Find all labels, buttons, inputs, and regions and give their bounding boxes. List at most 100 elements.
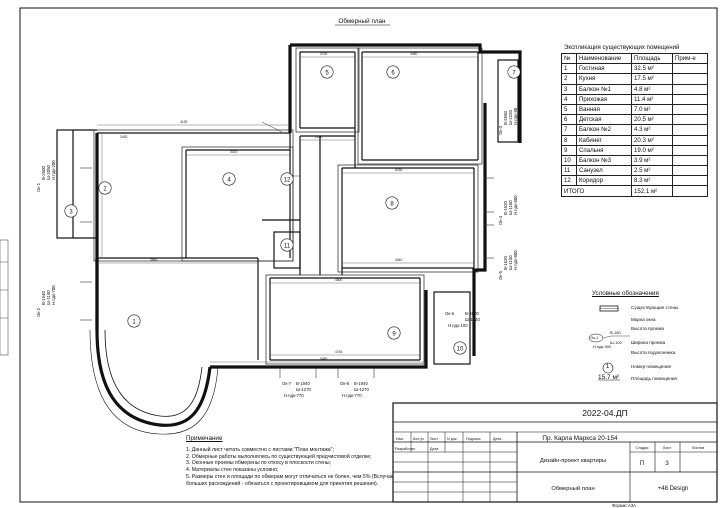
- cell: 2: [561, 73, 577, 85]
- svg-text:Ок-3: Ок-3: [498, 125, 503, 135]
- svg-text:3430: 3430: [120, 135, 128, 139]
- legend-room-number: Номер помещения: [631, 364, 672, 369]
- total-value: 152.1 м²: [631, 185, 673, 197]
- svg-text:Н.пдк-100: Н.пдк-100: [448, 323, 468, 328]
- svg-text:Ок-8: Ок-8: [340, 381, 350, 386]
- cell: [672, 103, 708, 116]
- inner-outline: [56, 51, 519, 365]
- svg-text:Ш-1270: Ш-1270: [296, 387, 312, 392]
- cell: 3: [561, 83, 577, 95]
- legend-title: Условные обозначения: [592, 290, 659, 297]
- cell: 1: [561, 63, 577, 75]
- cell: [672, 175, 708, 187]
- note-line: больших расхождений - обязаться с проект…: [186, 480, 379, 487]
- cell: 20.5 м²: [631, 114, 673, 126]
- sheet-label: Лист: [663, 446, 672, 450]
- svg-text:В-1940: В-1940: [354, 381, 368, 386]
- note-line: 2. Обмерные работы выполнялись по сущест…: [186, 453, 372, 460]
- cell: 11.4 м²: [631, 93, 673, 105]
- cell: [672, 124, 708, 136]
- svg-text:Ок-4: Ок-4: [498, 215, 503, 225]
- cell: 11: [561, 165, 577, 177]
- svg-text:5230: 5230: [395, 168, 403, 172]
- legend-height: Высота проема: [631, 326, 664, 331]
- cell: [672, 73, 708, 85]
- svg-text:4125: 4125: [180, 120, 188, 124]
- room-number-3: 3: [69, 210, 73, 216]
- legend-sample-area: 15.7 м²: [598, 374, 620, 381]
- outer-walls: [95, 43, 522, 369]
- legend-room-area: Площадь помещения: [631, 376, 677, 381]
- svg-text:1470: 1470: [315, 135, 323, 139]
- svg-text:Ок-2: Ок-2: [36, 307, 41, 317]
- room-number-11: 11: [284, 244, 291, 250]
- cell: 17.5 м²: [631, 73, 673, 85]
- legend-sample-height: В-180: [610, 330, 621, 335]
- window-callout-ok3: Ок-3 В-2560 Ш-2220 Н.пдк-80: [498, 107, 518, 135]
- note-line: 3. Оконные проемы обмерены по откосу в п…: [186, 460, 332, 467]
- cell: Кабинет: [576, 134, 632, 146]
- explication-title: Экспликация существующих помещений: [564, 44, 680, 51]
- sheets-label: Листов: [692, 446, 704, 450]
- cell: Гостиная: [576, 63, 632, 75]
- cell: Балкон №2: [576, 124, 632, 136]
- col-list: Лист: [430, 437, 438, 441]
- col-kol: Кол.уч: [413, 437, 424, 441]
- header-note: Прим-е: [672, 52, 708, 65]
- window-callout-ok8: Ок-8 В-1940 Ш-1270 Н.пдк-770: [340, 381, 370, 398]
- svg-text:Н.пдк-770: Н.пдк-770: [284, 393, 304, 398]
- window-openings: [80, 167, 494, 378]
- window-callout-ok4: Ок-4 В-1620 Ш-1150 Н.пдк-800: [498, 195, 518, 225]
- svg-text:В-2560: В-2560: [503, 111, 508, 125]
- binding-strip: [0, 239, 9, 356]
- room-number-1: 1: [132, 320, 136, 326]
- room-number-5: 5: [325, 71, 329, 77]
- col-podpis: Подпись: [466, 437, 481, 441]
- window-callout-ok6: Ок-6 В-2600 Ш-1820 Н.пдк-100: [445, 311, 481, 328]
- developer-label: Разработал: [395, 447, 415, 451]
- room-number-8: 8: [390, 202, 394, 208]
- col-izm: Изм.: [396, 437, 404, 441]
- room-markers: [64, 65, 521, 355]
- svg-text:4800: 4800: [335, 278, 343, 282]
- stage-label: Стадия: [636, 446, 649, 450]
- cell: Санузел: [576, 165, 632, 177]
- legend-sample-width: Ш-100: [610, 340, 622, 345]
- cell: Кухня: [576, 73, 632, 85]
- legend-walls: Существующие стены: [631, 305, 679, 310]
- cell: [672, 165, 708, 177]
- total-label: ИТОГО: [561, 185, 632, 197]
- cell: 32.5 м²: [631, 63, 673, 75]
- stage-value: П: [640, 461, 644, 467]
- cell: [672, 134, 708, 146]
- cell: 3.9 м²: [631, 154, 673, 167]
- sheet-name: Обмерный план: [551, 485, 594, 492]
- room-number-12: 12: [284, 178, 291, 184]
- svg-text:В-2600: В-2600: [41, 166, 46, 180]
- svg-text:4450: 4450: [410, 52, 418, 56]
- svg-text:В-1620: В-1620: [503, 201, 508, 215]
- header-name: Наименование: [576, 52, 632, 65]
- title-block-texts: 2022-04.ДП Пр. Карла Маркса 20-154 Дизай…: [395, 408, 704, 508]
- cell: Прихожая: [576, 93, 632, 105]
- cell: 5: [561, 103, 577, 116]
- cell: [672, 114, 708, 126]
- legend-sample-sill: Н.пдк-900: [593, 344, 612, 349]
- room-number-9: 9: [392, 332, 396, 338]
- sheet-border: [19, 7, 718, 503]
- cell: [672, 63, 708, 75]
- cell: [672, 83, 708, 95]
- cell: 7: [561, 124, 577, 136]
- project-name: Дизайн-проект квартиры: [540, 457, 606, 464]
